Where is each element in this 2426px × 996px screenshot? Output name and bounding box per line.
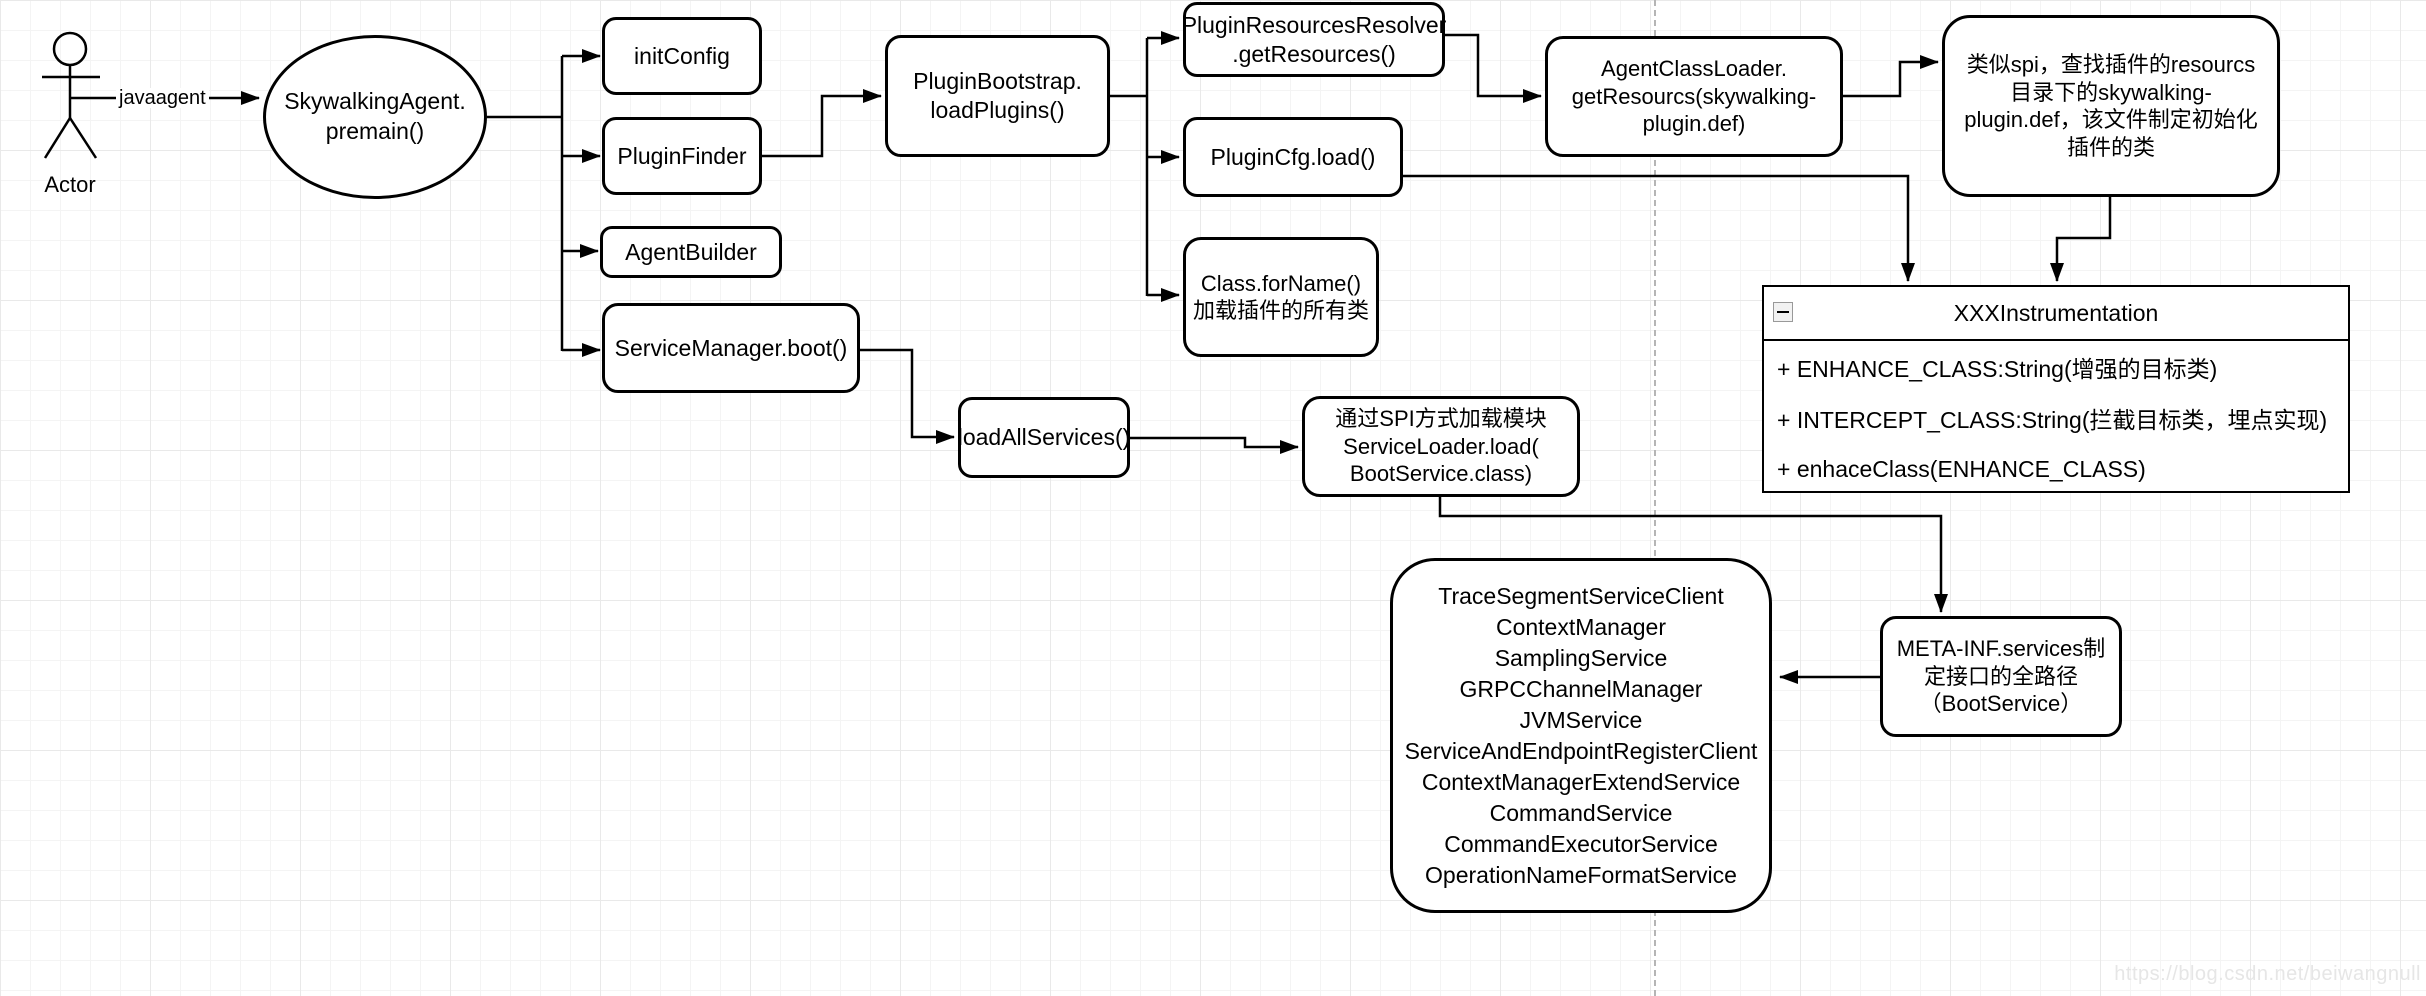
javaagent-edge-label: javaagent xyxy=(116,88,209,108)
node-loadallservices: loadAllServices() xyxy=(958,397,1130,478)
uml-class-title: XXXInstrumentation xyxy=(1953,299,2159,326)
node-serviceloader-load: 通过SPI方式加载模块 ServiceLoader.load( BootServ… xyxy=(1302,396,1580,497)
edge-plugincfg-instrumentation xyxy=(1403,174,1915,282)
uml-member-enhaceclass-method: + enhaceClass(ENHANCE_CLASS) xyxy=(1777,456,2146,483)
actor-figure xyxy=(42,31,100,159)
node-class-forname: Class.forName() 加载插件的所有类 xyxy=(1183,237,1379,357)
node-servicemanager-boot: ServiceManager.boot() xyxy=(602,303,860,393)
uml-class-members: + ENHANCE_CLASS:String(增强的目标类) + INTERCE… xyxy=(1764,341,2348,496)
node-pluginfinder: PluginFinder xyxy=(602,117,762,195)
node-skywalkingagent-premain: SkywalkingAgent. premain() xyxy=(263,35,487,199)
edge-classloader-spinote xyxy=(1843,55,1939,98)
edge-loadall-serviceloader xyxy=(1130,436,1299,454)
edge-serviceloader-metainf xyxy=(1438,497,1948,613)
node-pluginbootstrap-loadplugins: PluginBootstrap. loadPlugins() xyxy=(885,35,1110,157)
node-plugincfg-load: PluginCfg.load() xyxy=(1183,117,1403,197)
edge-pluginfinder-bootstrap xyxy=(762,89,882,158)
edge-spinote-instrumentation xyxy=(2050,197,2112,282)
node-spi-note: 类似spi，查找插件的resourcs 目录下的skywalking- plug… xyxy=(1942,15,2280,197)
node-pluginresourcesresolver: PluginResourcesResolver .getResources() xyxy=(1182,2,1446,77)
edge-servicemanager-loadall xyxy=(860,348,955,444)
uml-member-enhance-class: + ENHANCE_CLASS:String(增强的目标类) xyxy=(1777,355,2218,382)
node-agentclassloader-getresources: AgentClassLoader. getResourcs(skywalking… xyxy=(1545,36,1843,157)
node-agentbuilder: AgentBuilder xyxy=(600,226,782,278)
uml-class-header: XXXInstrumentation xyxy=(1764,287,2348,341)
node-initconfig: initConfig xyxy=(602,17,762,95)
actor-label: Actor xyxy=(44,172,96,197)
uml-class-xxxinstrumentation: XXXInstrumentation + ENHANCE_CLASS:Strin… xyxy=(1762,285,2350,493)
edge-resolver-classloader xyxy=(1445,33,1542,103)
page-boundary-divider xyxy=(1654,0,1656,996)
uml-member-intercept-class: + INTERCEPT_CLASS:String(拦截目标类，埋点实现) xyxy=(1777,407,2328,434)
node-bootservices-list: TraceSegmentServiceClient ContextManager… xyxy=(1390,558,1772,913)
collapse-icon xyxy=(1773,302,1793,322)
node-metainf-services: META-INF.services制 定接口的全路径 （BootService） xyxy=(1880,616,2122,737)
watermark: https://blog.csdn.net/beiwangnull xyxy=(2114,963,2421,985)
